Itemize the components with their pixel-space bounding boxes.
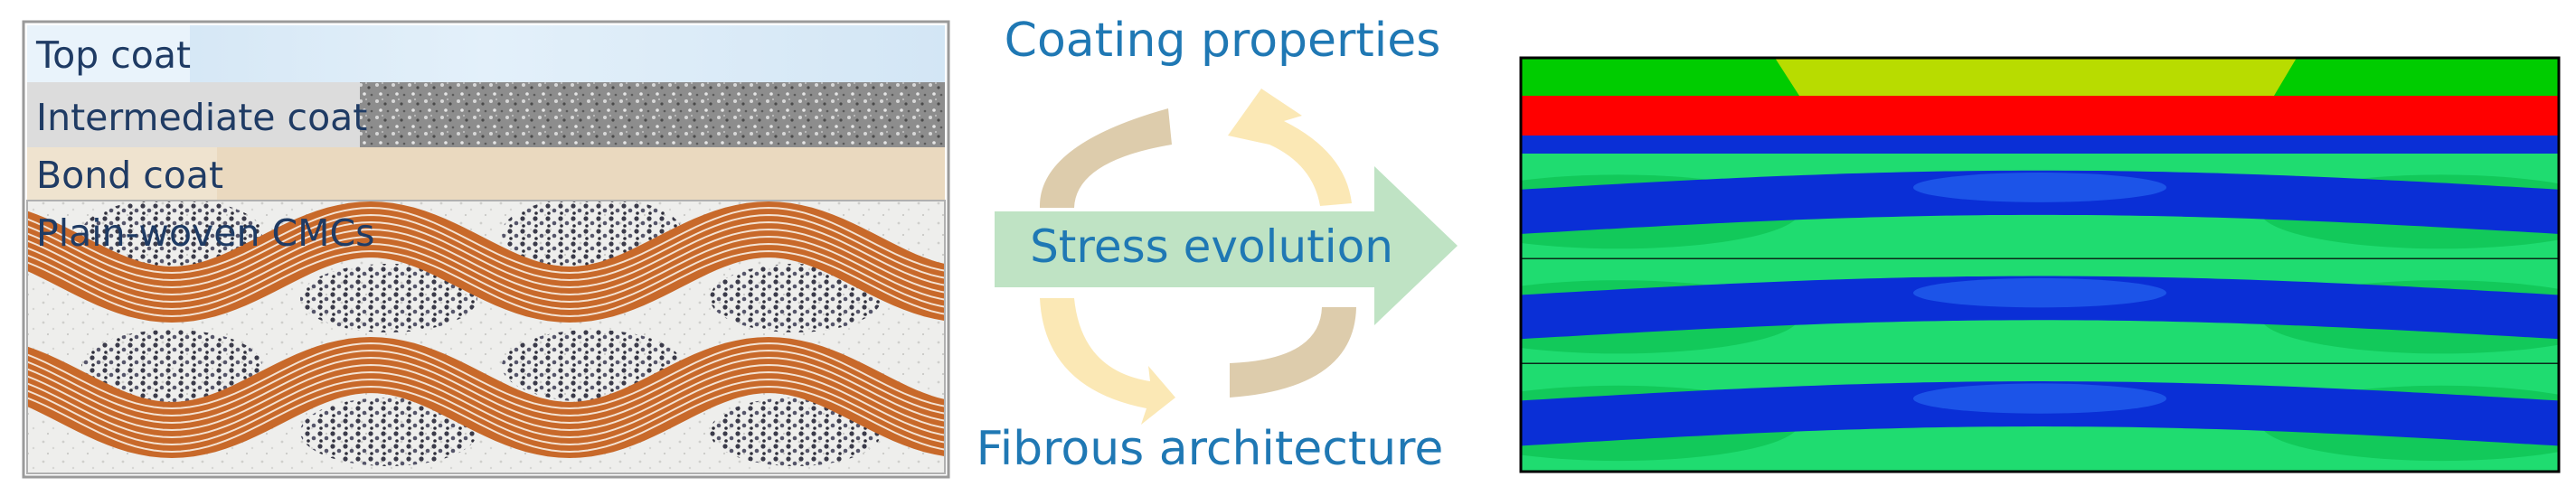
fiber-bundle — [710, 264, 882, 332]
intermediate-coat-label: Intermediate coat — [36, 96, 367, 139]
tow-fiber-stripe — [27, 228, 945, 296]
tow-fiber-stripe — [27, 356, 945, 425]
top-coat-label-bg — [27, 25, 190, 82]
transverse-fiber-bundles — [81, 201, 882, 466]
substrate-border — [26, 200, 946, 474]
tow-fiber-stripe — [27, 206, 945, 275]
cmc-substrate — [27, 201, 945, 473]
fem-bond-coat — [1521, 136, 2559, 154]
tow-fiber-stripe — [27, 249, 945, 318]
fiber-bundle — [81, 330, 262, 402]
tow-fiber-stripe — [27, 349, 945, 417]
schematic-frame — [22, 20, 950, 479]
fem-row-hotspot — [1913, 277, 2166, 308]
substrate-label: Plain-woven CMCs — [36, 211, 375, 255]
tow-fiber-stripe — [27, 363, 945, 432]
fem-row-hotspot — [1913, 173, 2166, 202]
cycle-arrow-upper-left — [1039, 108, 1172, 208]
top-coat-label: Top coat — [35, 33, 191, 77]
fiber-bundle — [710, 398, 882, 466]
tow-fiber-stripe — [27, 342, 945, 410]
fiber-bundle — [300, 398, 477, 466]
warp-tows — [27, 201, 945, 459]
fem-substrate — [1521, 154, 2559, 472]
coating-schematic: Top coat Intermediate coat Bond coat Pla… — [22, 20, 950, 479]
tow-fiber-stripe — [27, 242, 945, 311]
center-cycle: Coating properties Fibrous architecture … — [977, 14, 1458, 476]
cycle-arrow-lower-right — [1230, 307, 1356, 398]
stress-evolution-arrow — [995, 166, 1458, 325]
fiber-bundle — [81, 201, 262, 267]
fem-intermediate-coat — [1521, 96, 2559, 136]
cycle-arrow-lower-left — [1040, 298, 1175, 425]
coating-properties-label: Coating properties — [1005, 14, 1441, 68]
stress-evolution-label: Stress evolution — [1030, 220, 1393, 273]
fem-top-coat-hotspot — [1775, 58, 2297, 96]
tow-fiber-stripe — [27, 370, 945, 439]
cycle-arrow-upper-right — [1228, 89, 1352, 206]
fem-frame — [1519, 56, 2561, 473]
intermediate-coat-label-bg — [27, 82, 360, 147]
fem-stress-contour — [1519, 56, 2561, 473]
tow-fiber-stripe — [27, 385, 945, 454]
fiber-bundle — [300, 264, 477, 332]
tow-fiber-stripe — [27, 235, 945, 304]
bond-coat-label: Bond coat — [36, 154, 223, 197]
bond-coat-label-bg — [27, 147, 217, 201]
tow-fiber-stripe — [27, 220, 945, 289]
tow-fiber-stripe — [27, 213, 945, 282]
fem-row-hotspot — [1913, 383, 2166, 414]
fibrous-architecture-label: Fibrous architecture — [977, 422, 1444, 476]
tow-fiber-stripe — [27, 378, 945, 446]
